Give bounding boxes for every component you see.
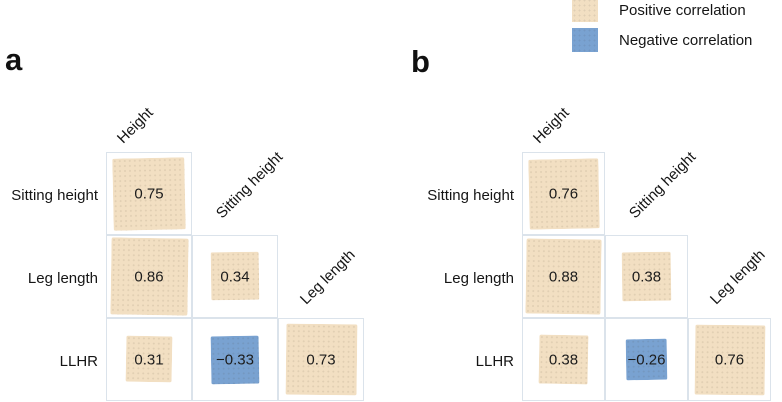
matrix-cell: 0.34 (192, 235, 278, 318)
legend-item-positive: Positive correlation (572, 0, 752, 22)
legend-label-positive: Positive correlation (619, 1, 746, 19)
correlation-value: −0.33 (216, 351, 254, 368)
row-label: LLHR (59, 352, 98, 370)
row-label: Sitting height (11, 186, 98, 204)
diagonal-variable-label: Leg length (706, 246, 769, 308)
matrix-cell: 0.75 (106, 152, 192, 235)
legend-item-negative: Negative correlation (572, 28, 752, 52)
row-label: Leg length (27, 269, 98, 287)
matrix-cell: 0.38 (605, 235, 688, 318)
diagonal-variable-label: Sitting height (212, 148, 287, 222)
matrix-cell: 0.86 (106, 235, 192, 318)
matrix-cell: 0.38 (522, 318, 605, 401)
matrix-cell: −0.26 (605, 318, 688, 401)
correlation-value: 0.88 (548, 268, 579, 285)
diagonal-variable-label: Height (529, 104, 573, 147)
diagonal-variable-label: Sitting height (625, 148, 700, 222)
legend: Positive correlation Negative correlatio… (572, 0, 752, 58)
correlation-value: 0.75 (134, 185, 164, 202)
correlation-value: 0.76 (714, 351, 745, 368)
negative-correlation-swatch-icon (572, 28, 598, 52)
matrix-cell: 0.31 (106, 318, 192, 401)
correlation-value: −0.26 (627, 351, 666, 368)
legend-label-negative: Negative correlation (619, 31, 753, 49)
diagonal-variable-label: Height (113, 104, 157, 147)
matrix-cell: 0.76 (522, 152, 605, 235)
matrix-cell: 0.73 (278, 318, 364, 401)
row-label: Leg length (443, 269, 514, 287)
row-label: Sitting height (427, 186, 514, 204)
correlation-value: 0.38 (548, 351, 579, 368)
diagonal-variable-label: Leg length (296, 246, 359, 308)
matrix-cell: 0.76 (688, 318, 771, 401)
panel-label-a: a (5, 42, 23, 77)
correlation-value: 0.73 (306, 351, 336, 368)
panel-label-b: b (411, 44, 430, 79)
correlation-value: 0.34 (220, 268, 250, 285)
matrix-cell: −0.33 (192, 318, 278, 401)
row-label: LLHR (475, 352, 514, 370)
correlation-value: 0.38 (631, 268, 662, 285)
correlation-value: 0.31 (134, 351, 164, 368)
matrix-cell: 0.88 (522, 235, 605, 318)
correlation-value: 0.86 (134, 268, 164, 285)
positive-correlation-swatch-icon (572, 0, 598, 22)
correlation-value: 0.76 (548, 185, 579, 202)
